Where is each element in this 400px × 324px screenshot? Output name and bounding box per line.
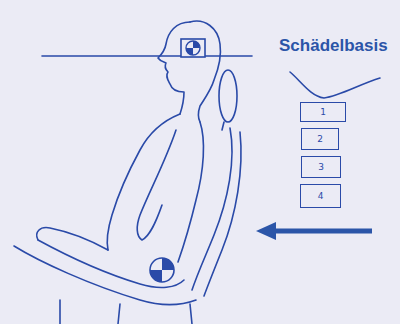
seat-back-edge (204, 132, 241, 296)
vertebra-box: 1 (300, 102, 346, 122)
vertebra-number: 1 (320, 108, 326, 117)
vertebra-number: 3 (318, 163, 324, 172)
skull-base-curve (290, 72, 380, 98)
headrest (219, 70, 237, 122)
head-back (190, 21, 221, 122)
vertebra-box: 3 (301, 156, 341, 178)
seat-back (192, 128, 232, 290)
impact-arrow (256, 222, 372, 240)
head-target-marker (181, 39, 205, 57)
headrest-post (222, 122, 224, 130)
vertebra-number: 2 (317, 135, 323, 144)
hip-target-marker (150, 258, 174, 282)
seat-cushion (14, 246, 196, 305)
vertebra-box: 4 (300, 184, 341, 208)
thigh-top (37, 228, 108, 250)
anatomy-label: Schädelbasis (279, 36, 388, 56)
vertebra-box: 2 (301, 128, 339, 150)
vertebra-number: 4 (318, 192, 324, 201)
seat-frame (60, 300, 192, 324)
torso-back (178, 122, 203, 262)
torso-front (107, 114, 180, 250)
face-profile (158, 22, 190, 114)
arm (137, 130, 176, 240)
thigh-bottom (38, 240, 184, 287)
